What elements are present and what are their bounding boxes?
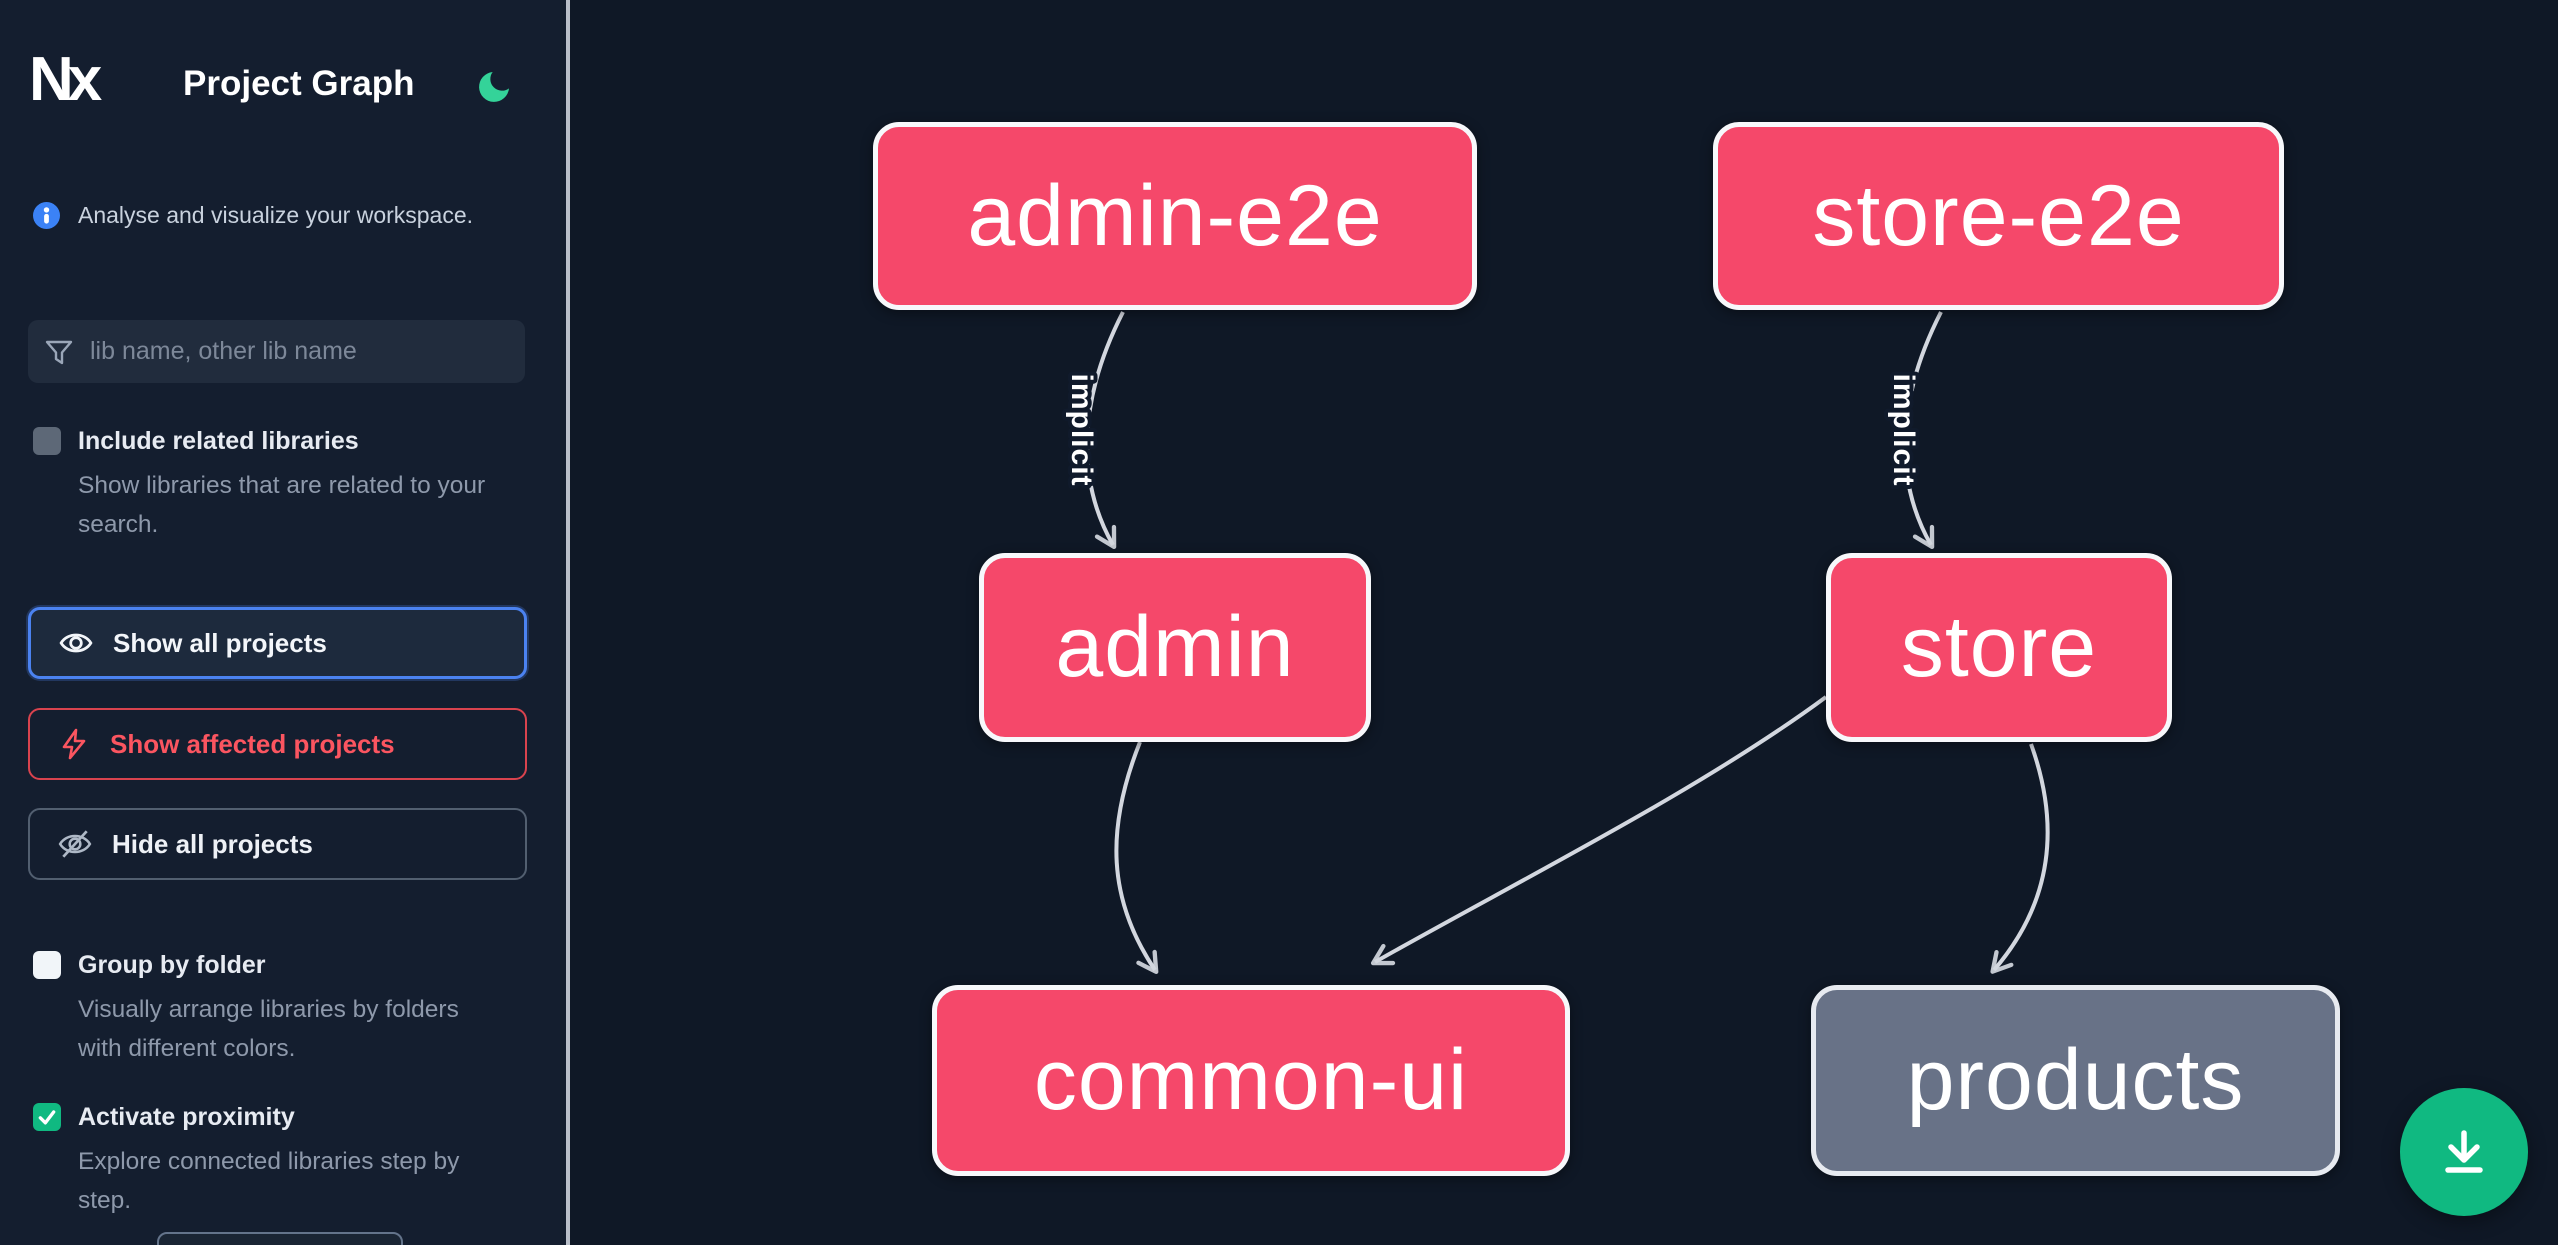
group-by-folder-description: Visually arrange libraries by folders wi…: [78, 996, 459, 1062]
show-affected-projects-button[interactable]: Show affected projects: [28, 708, 527, 780]
activate-proximity-description: Explore connected libraries step by step…: [78, 1148, 460, 1214]
page-title: Project Graph: [183, 64, 415, 103]
activate-proximity-label: Activate proximity: [78, 1103, 295, 1131]
node-label: admin: [1055, 599, 1295, 695]
bolt-icon: [62, 728, 86, 760]
graph-node-admin-e2e[interactable]: admin-e2e: [873, 122, 1477, 310]
button-label: Show affected projects: [110, 728, 395, 759]
include-related-checkbox[interactable]: [33, 427, 61, 455]
node-label: store: [1900, 599, 2098, 695]
download-graph-button[interactable]: [2400, 1088, 2528, 1216]
filter-funnel-icon: [45, 340, 73, 364]
show-all-projects-button[interactable]: Show all projects: [28, 607, 527, 679]
include-related-description: Show libraries that are related to your …: [78, 472, 486, 538]
hide-all-projects-button[interactable]: Hide all projects: [28, 808, 527, 880]
sidebar-scrollbar[interactable]: [566, 0, 570, 1245]
activate-proximity-checkbox[interactable]: [33, 1103, 61, 1131]
graph-node-common-ui[interactable]: common-ui: [932, 985, 1570, 1176]
button-label: Show all projects: [113, 627, 327, 658]
sidebar: Nx Project Graph Analyse and visualize y…: [0, 0, 567, 1245]
download-icon: [2445, 1130, 2483, 1173]
group-by-folder-checkbox[interactable]: [33, 951, 61, 979]
graph-node-store-e2e[interactable]: store-e2e: [1713, 122, 2284, 310]
eye-icon: [59, 633, 93, 653]
graph-node-admin[interactable]: admin: [979, 553, 1371, 742]
node-label: admin-e2e: [967, 167, 1383, 264]
workspace-tagline: Analyse and visualize your workspace.: [78, 202, 474, 228]
nx-logo: Nx: [29, 45, 102, 114]
include-related-label: Include related libraries: [78, 427, 359, 455]
group-by-folder-label: Group by folder: [78, 951, 266, 979]
graph-node-products[interactable]: products: [1811, 985, 2340, 1176]
checkmark-icon: [38, 1110, 56, 1125]
node-label: store-e2e: [1812, 167, 2185, 264]
info-icon: [33, 202, 60, 229]
node-label: common-ui: [1033, 1032, 1469, 1128]
collapsed-bottom-control[interactable]: [157, 1232, 403, 1245]
theme-toggle-button[interactable]: [472, 66, 516, 110]
graph-node-store[interactable]: store: [1826, 553, 2172, 742]
eye-off-icon: [58, 830, 92, 858]
button-label: Hide all projects: [112, 828, 313, 859]
search-box: [28, 320, 525, 383]
workspace-tagline-row: Analyse and visualize your workspace.: [33, 202, 473, 229]
node-label: products: [1906, 1032, 2245, 1128]
moon-icon: [479, 71, 509, 102]
search-input[interactable]: [88, 336, 509, 367]
